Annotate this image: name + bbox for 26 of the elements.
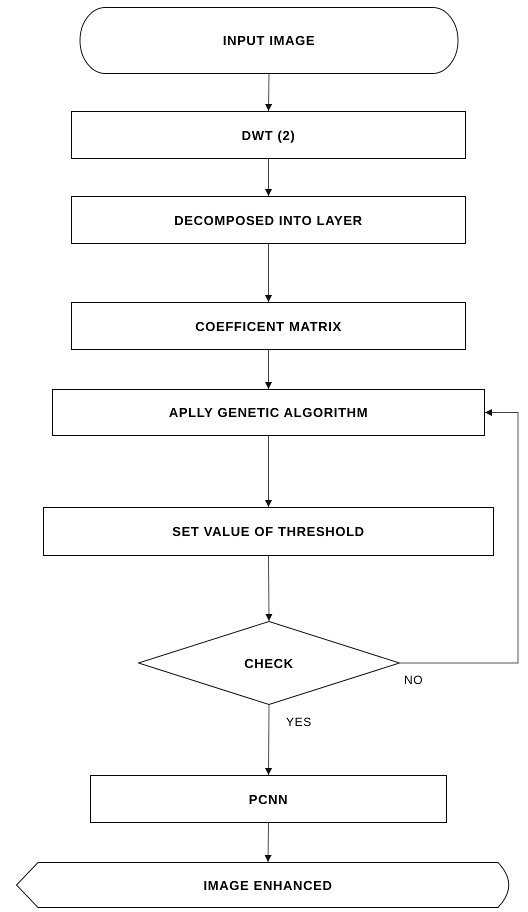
step-text: CHECK bbox=[244, 656, 294, 670]
step-text: DECOMPOSED INTO LAYER bbox=[174, 212, 363, 228]
step-text: DWT (2) bbox=[242, 128, 296, 142]
edge-label: YES bbox=[284, 716, 314, 728]
process-box bbox=[90, 775, 447, 823]
process-box bbox=[71, 302, 466, 350]
step-text: APLLY GENETIC ALGORITHM bbox=[168, 405, 368, 420]
process-box bbox=[71, 111, 466, 159]
process-box bbox=[71, 196, 466, 244]
process-box bbox=[43, 507, 494, 556]
arrow bbox=[265, 436, 272, 508]
arrow bbox=[265, 704, 272, 776]
arrow bbox=[264, 822, 272, 862]
arrow bbox=[265, 350, 272, 390]
arrow bbox=[400, 409, 518, 664]
step-text: COEFFICENT MATRIX bbox=[195, 318, 342, 334]
step-text: IMAGE ENHANCED bbox=[204, 878, 332, 892]
step-text: SET VALUE OF THRESHOLD bbox=[172, 524, 365, 539]
process-box bbox=[52, 389, 485, 436]
arrow bbox=[265, 244, 272, 302]
arrow bbox=[265, 74, 272, 112]
decision-diamond bbox=[138, 621, 400, 705]
step-text: INPUT IMAGE bbox=[222, 33, 316, 48]
arrow bbox=[265, 158, 272, 196]
arrow bbox=[265, 556, 272, 622]
step-text: PCNN bbox=[248, 792, 288, 806]
